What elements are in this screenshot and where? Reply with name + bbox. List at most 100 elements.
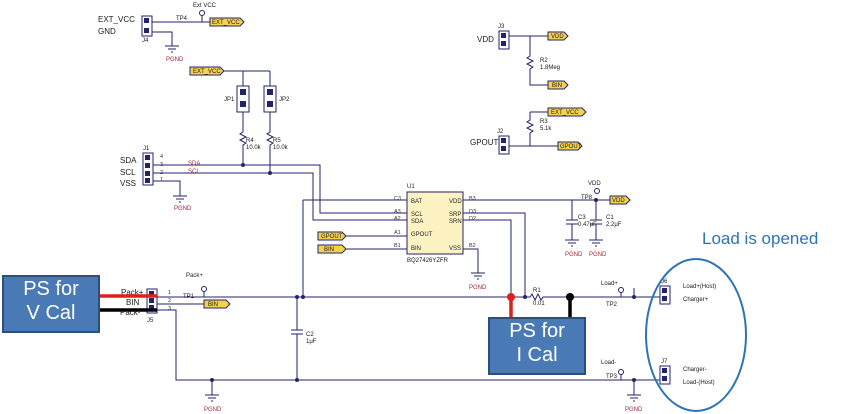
label-r5: R5 (273, 138, 281, 144)
connector-j7 (659, 365, 671, 385)
label-load-plus-host: Load+(Host) (683, 284, 716, 290)
connector-j1 (142, 152, 154, 186)
pin-gpout: GPOUT (411, 232, 433, 238)
svg-text:1: 1 (160, 177, 163, 183)
connector-j3 (498, 30, 510, 50)
label-ext-vcc: EXT_VCC (98, 15, 135, 24)
pin-srp: SRP (449, 212, 461, 218)
label-r1-value: 0.01 (533, 301, 545, 307)
label-j1: J1 (143, 146, 150, 152)
label-vdd-j3: VDD (477, 35, 494, 44)
ps-ical-line1: PS for (509, 320, 565, 342)
label-pgnd-pack: PGND (204, 407, 222, 413)
ps-vcal-box: PS for V Cal (2, 275, 100, 333)
pin-bin: BIN (411, 246, 421, 252)
label-pgnd-load: PGND (625, 407, 643, 413)
connector-j6 (659, 285, 671, 305)
connector-j4 (141, 15, 153, 37)
label-r1: R1 (533, 288, 541, 294)
label-gpout-j2: GPOUT (470, 138, 499, 147)
label-load-minus: Load- (601, 360, 616, 366)
pin-vdd: VDD (449, 199, 462, 205)
label-pgnd-c1: PGND (589, 252, 607, 258)
label-vdd-tp8: VDD (588, 181, 601, 187)
label-c1-value: 2.2μF (606, 222, 622, 228)
flag-ext-vcc-r3: EXT_VCC (551, 110, 579, 116)
flag-bin-j5: BIN (208, 302, 218, 308)
label-bin-j5: BIN (126, 298, 140, 307)
label-jp1: JP1 (224, 97, 235, 103)
flag-ext-vcc: EXT_VCC (212, 20, 240, 26)
svg-text:B2: B2 (469, 243, 476, 249)
pin-vss: VSS (449, 246, 461, 252)
svg-text:D3: D3 (469, 209, 476, 215)
label-r3: R3 (540, 119, 548, 125)
pin-sda: SDA (411, 219, 423, 225)
label-u1: U1 (407, 184, 415, 190)
ps-vcal-line2: V Cal (26, 302, 76, 324)
label-j7: J7 (661, 359, 668, 365)
label-vss: VSS (120, 179, 136, 188)
flag-vdd-1: VDD (612, 198, 625, 204)
label-pack-minus: Pack- (120, 308, 141, 317)
label-j6: J6 (661, 279, 668, 285)
label-charger-plus: Charger+ (683, 297, 709, 303)
label-c2-value: 1μF (306, 339, 317, 345)
label-tp2: TP2 (606, 302, 618, 308)
ps-vcal-line1: PS for (23, 278, 79, 300)
label-j4: J4 (142, 38, 149, 44)
label-tp8: TP8 (581, 195, 593, 201)
svg-text:2: 2 (168, 298, 171, 304)
load-opened-callout: Load is opened (702, 229, 819, 248)
label-sda-net: SDA (188, 161, 200, 167)
svg-text:4: 4 (160, 154, 163, 160)
label-sda: SDA (120, 156, 137, 165)
svg-text:A2: A2 (394, 216, 401, 222)
svg-text:C3: C3 (394, 196, 401, 202)
ps-ical-line2: I Cal (516, 344, 558, 366)
label-scl-net: SCL (188, 169, 200, 175)
pin-srn: SRN (449, 219, 462, 225)
label-c1: C1 (606, 215, 614, 221)
pin-scl: SCL (411, 212, 423, 218)
svg-text:1: 1 (168, 290, 171, 296)
svg-text:D2: D2 (469, 216, 476, 222)
flag-bin-u1: BIN (324, 247, 334, 253)
flag-bin-r2: BIN (552, 83, 562, 89)
svg-text:3: 3 (168, 306, 171, 312)
connector-j2 (498, 135, 510, 155)
svg-text:B1: B1 (394, 243, 401, 249)
label-load-minus-host: Load-(Host) (683, 380, 715, 386)
label-r4: R4 (246, 138, 254, 144)
label-pack-plus: Pack+ (121, 288, 144, 297)
flag-ext-vcc-2: EXT_VCC (193, 69, 221, 75)
label-charger-minus: Charger- (683, 367, 707, 373)
label-pgnd-c3: PGND (565, 252, 583, 258)
label-c2: C2 (306, 332, 314, 338)
label-u1-part: BQ27426YZFR (407, 258, 449, 264)
ic-u1-bq27426 (406, 191, 464, 255)
svg-text:B3: B3 (469, 196, 476, 202)
label-r5-value: 10.0k (273, 145, 289, 151)
svg-text:A3: A3 (394, 209, 401, 215)
label-c3: C3 (578, 215, 586, 221)
label-r3-value: 5.1k (540, 126, 552, 132)
label-j2: J2 (497, 129, 504, 135)
label-c3-value: 0.47μF (578, 222, 597, 228)
label-load-plus: Load+ (601, 281, 618, 287)
label-j5: J5 (147, 318, 154, 324)
svg-text:A1: A1 (394, 230, 401, 236)
label-pgnd-2: PGND (174, 206, 192, 212)
flag-gpout-u1: GPOUT (321, 234, 343, 240)
label-jp2: JP2 (279, 97, 290, 103)
label-ext-vcc-tp: Ext VCC (193, 3, 217, 9)
label-pgnd-1: PGND (166, 57, 184, 63)
label-tp4: TP4 (176, 16, 188, 22)
label-tp3: TP3 (606, 374, 618, 380)
label-gnd: GND (98, 27, 116, 36)
label-r4-value: 10.0k (246, 145, 262, 151)
load-opened-ellipse (645, 258, 747, 412)
ps-ical-box: PS for I Cal (488, 317, 586, 375)
flag-gpout-j2: GPOUT (560, 144, 582, 150)
